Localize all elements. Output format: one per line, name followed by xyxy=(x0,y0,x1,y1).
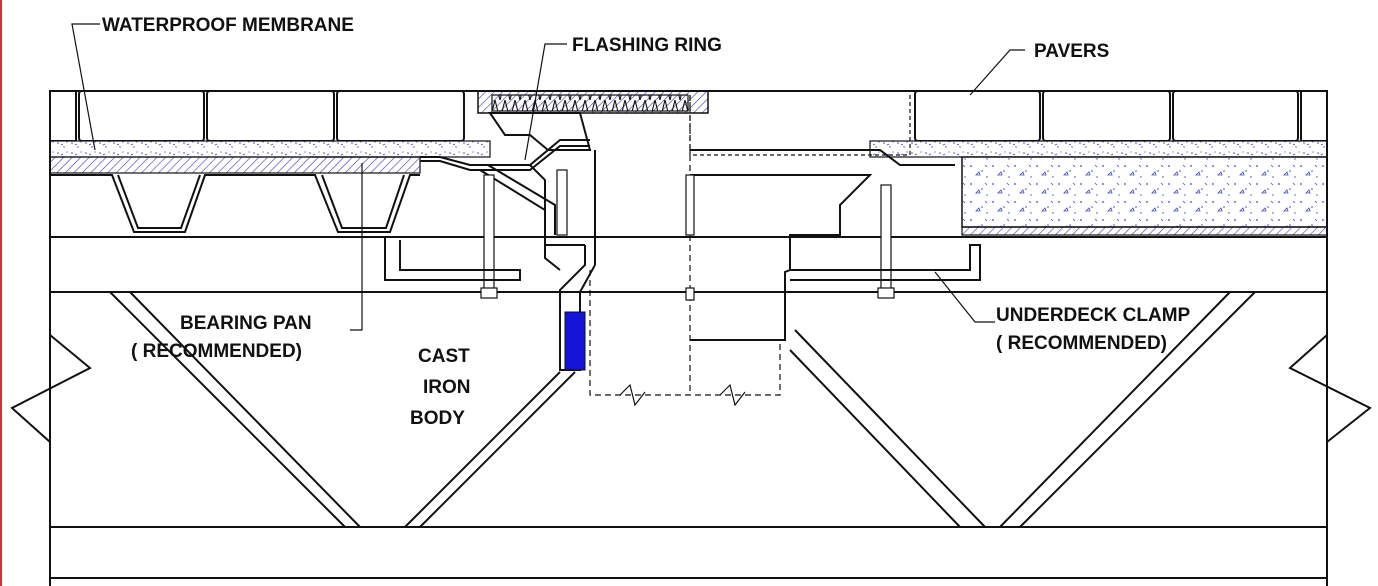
break-line-right xyxy=(1288,334,1372,443)
label-bearing-pan-note: ( RECOMMENDED) xyxy=(131,341,302,362)
waterproof-membrane-left xyxy=(49,156,421,174)
label-cast: CAST xyxy=(418,346,470,367)
insulation-right xyxy=(961,156,1328,228)
label-bearing-pan: BEARING PAN xyxy=(180,313,312,334)
setting-bed-left xyxy=(49,140,491,158)
leader-lines xyxy=(71,23,1025,331)
setting-bed-right xyxy=(869,140,1328,158)
label-iron: IRON xyxy=(423,377,471,398)
label-flashing-ring: FLASHING RING xyxy=(572,35,722,56)
break-line-left xyxy=(10,334,92,443)
label-underdeck-clamp: UNDERDECK CLAMP xyxy=(996,305,1191,326)
label-waterproof-membrane: WATERPROOF MEMBRANE xyxy=(102,15,354,36)
label-body: BODY xyxy=(410,408,465,429)
clamp-bolts xyxy=(480,169,895,301)
underdeck-clamp-left xyxy=(384,237,521,281)
grate xyxy=(491,94,689,112)
drain-body-phantom xyxy=(589,90,955,407)
label-underdeck-note: ( RECOMMENDED) xyxy=(996,333,1167,354)
truss-webs xyxy=(109,291,1256,528)
drain-body xyxy=(420,90,709,371)
label-pavers: PAVERS xyxy=(1034,41,1109,62)
metal-deck-flutes xyxy=(50,174,420,233)
underdeck-clamp-right xyxy=(790,244,981,281)
membrane-right xyxy=(961,226,1328,236)
